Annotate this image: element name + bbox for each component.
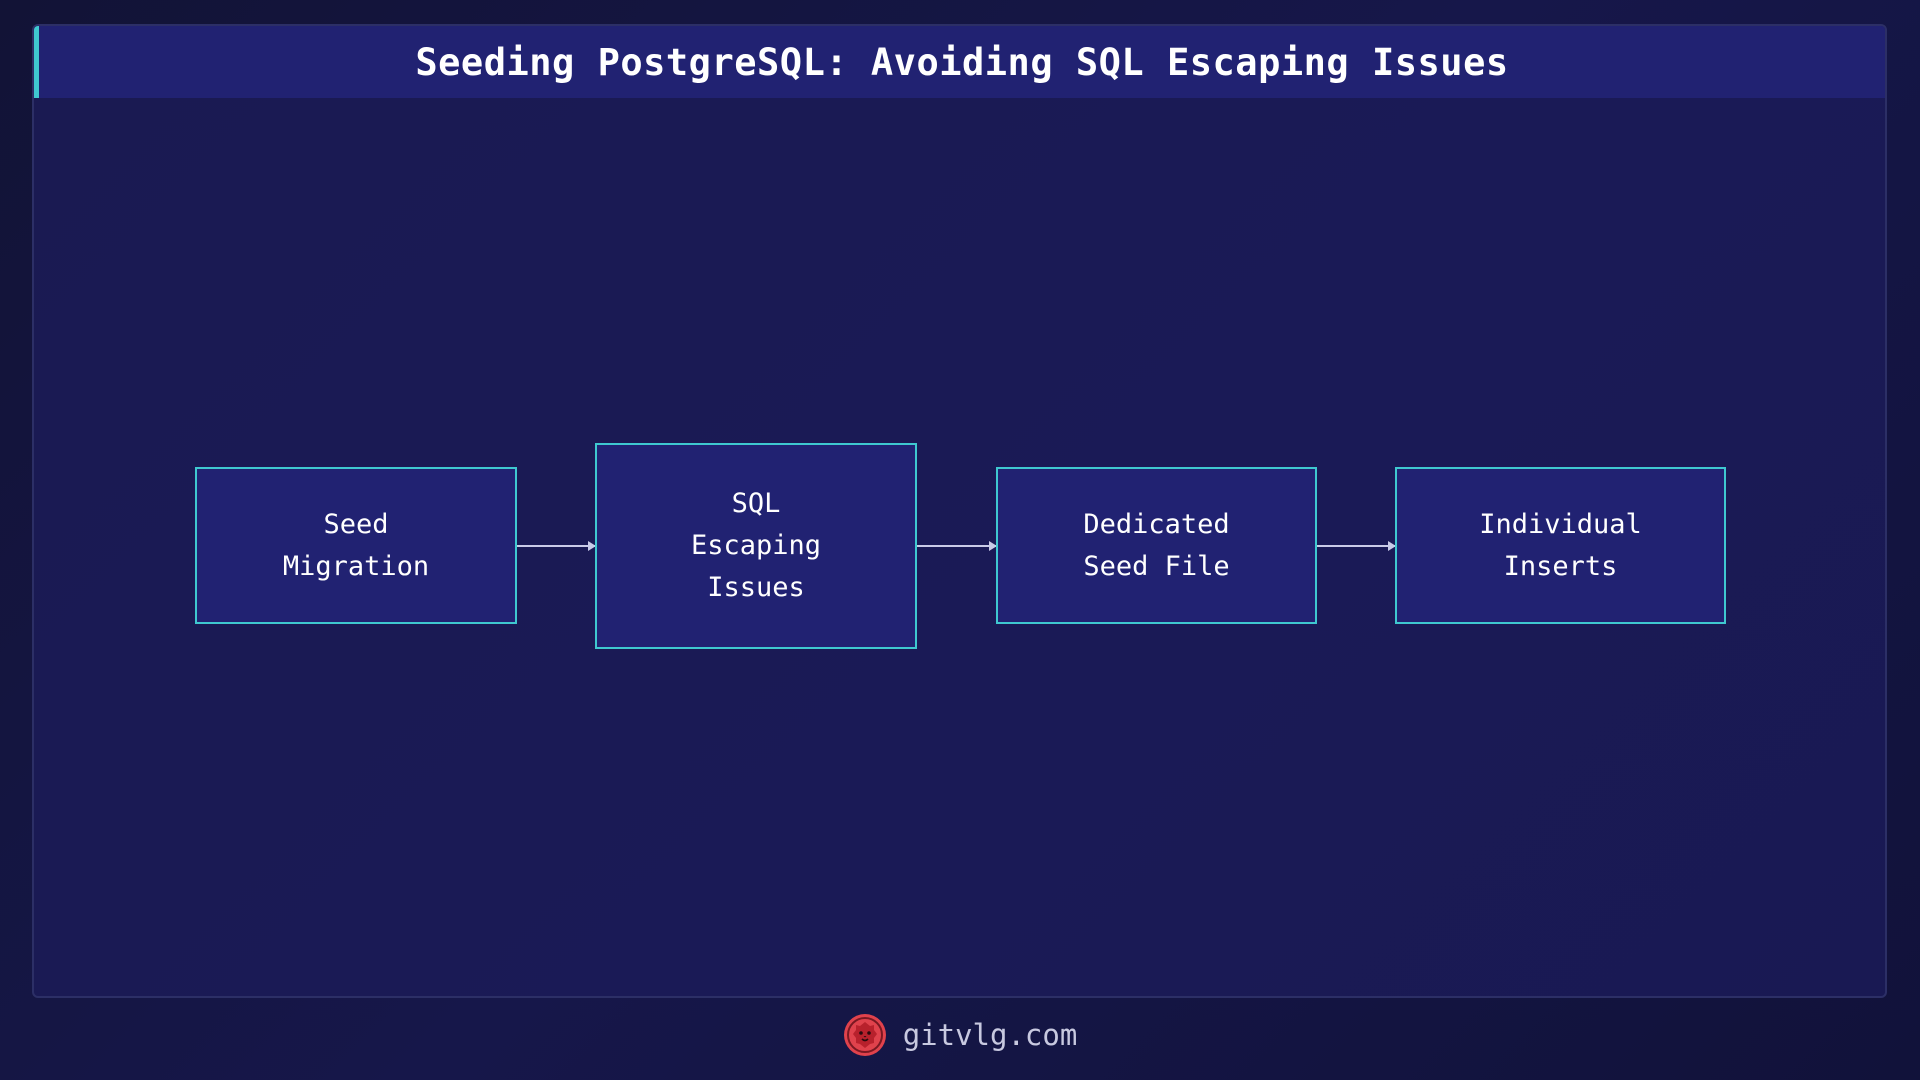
node-individual-inserts: Individual Inserts — [1395, 467, 1726, 624]
node-seed-migration: Seed Migration — [195, 467, 517, 624]
site-link[interactable]: gitvlg.com — [902, 1018, 1078, 1052]
node-label: SQL Escaping Issues — [690, 488, 822, 603]
footer: gitvlg.com — [0, 1010, 1920, 1060]
arrowhead-icon — [588, 541, 596, 551]
lion-head-icon — [843, 1014, 886, 1056]
arrowhead-icon — [989, 541, 997, 551]
node-label: Seed Migration — [282, 508, 430, 582]
node-label: Dedicated Seed File — [1083, 508, 1230, 582]
arrow-seed-to-escaping — [517, 541, 596, 551]
title-bar: Seeding PostgreSQL: Avoiding SQL Escapin… — [34, 26, 1885, 98]
node-dedicated-seed-file: Dedicated Seed File — [996, 467, 1317, 624]
arrowhead-icon — [1388, 541, 1396, 551]
node-label: Individual Inserts — [1479, 508, 1642, 582]
arrow-dedicated-to-inserts — [1317, 541, 1396, 551]
page-title: Seeding PostgreSQL: Avoiding SQL Escapin… — [415, 40, 1509, 84]
node-sql-escaping-issues: SQL Escaping Issues — [595, 443, 917, 649]
arrow-escaping-to-dedicated — [917, 541, 997, 551]
